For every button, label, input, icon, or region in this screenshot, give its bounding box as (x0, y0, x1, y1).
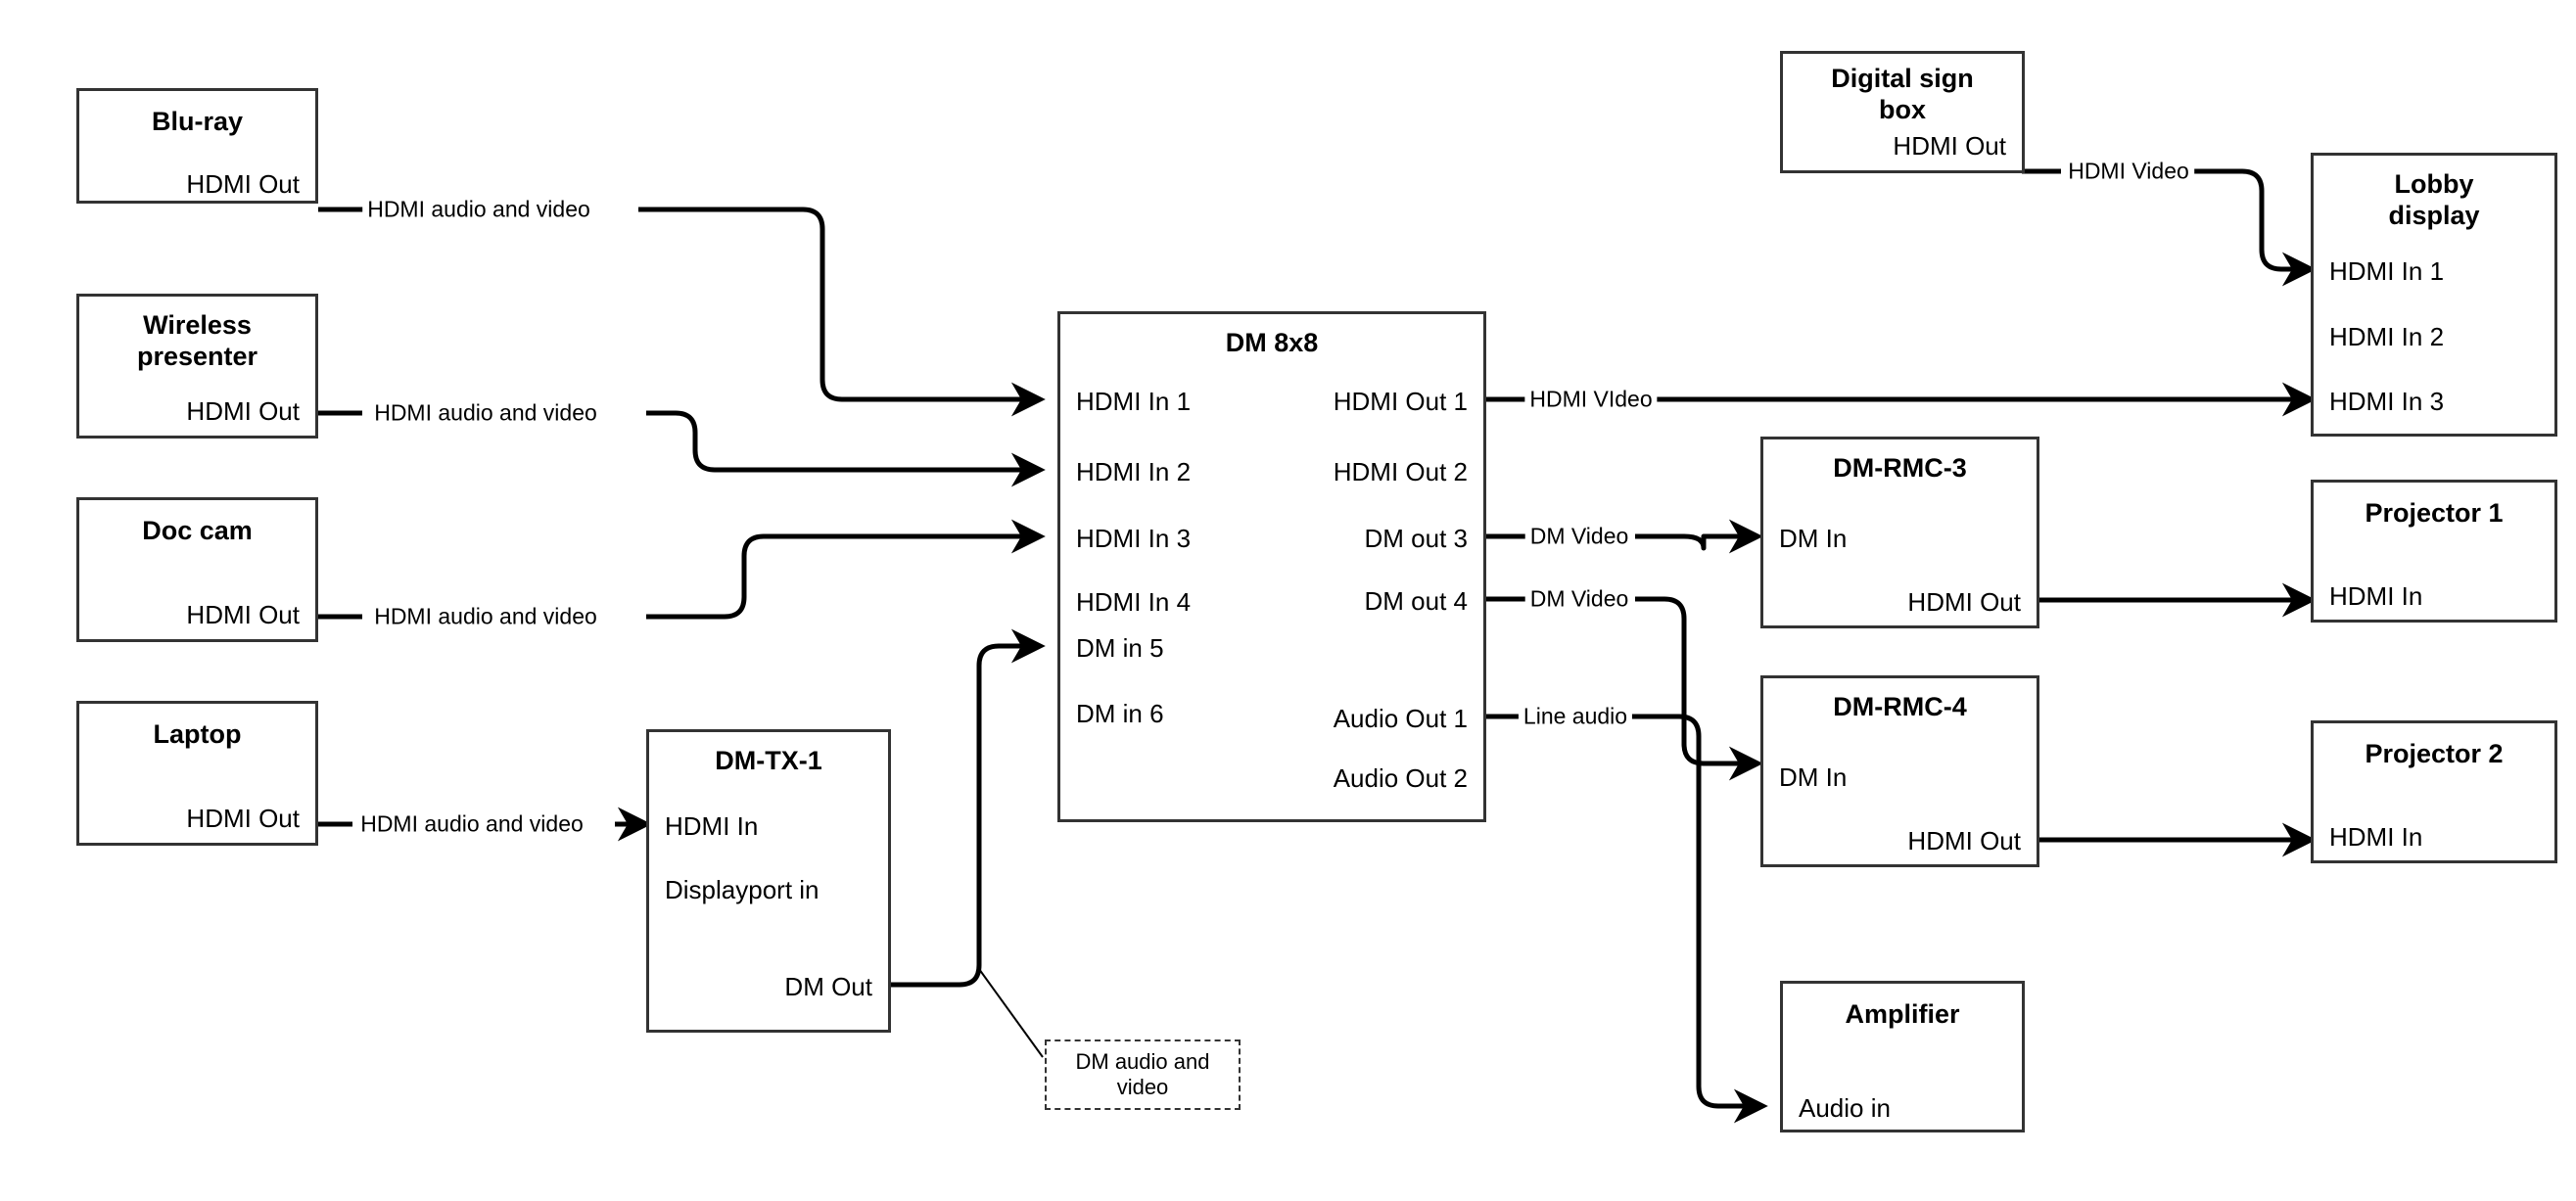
node-projector-2-title: Projector 2 (2365, 739, 2504, 768)
wire-label-wireless: HDMI audio and video (369, 399, 602, 427)
node-dm-rmc-3-title: DM-RMC-3 (1833, 453, 1967, 483)
port-dm8x8-hdmi-out-1: HDMI Out 1 (1333, 387, 1468, 417)
node-amplifier-title: Amplifier (1845, 999, 1960, 1029)
port-projector2-hdmi-in: HDMI In (2329, 822, 2423, 853)
node-dm-8x8[interactable]: DM 8x8 HDMI In 1 HDMI In 2 HDMI In 3 HDM… (1057, 311, 1486, 822)
wire-label-line-audio: Line audio (1518, 703, 1633, 730)
node-dm-tx-1[interactable]: DM-TX-1 HDMI In Displayport in DM Out (646, 729, 891, 1033)
node-projector-1-title: Projector 1 (2365, 498, 2504, 528)
node-lobby-display[interactable]: Lobby display HDMI In 1 HDMI In 2 HDMI I… (2311, 153, 2557, 437)
port-bluray-hdmi-out: HDMI Out (186, 169, 300, 200)
node-dm-rmc-4-title: DM-RMC-4 (1833, 692, 1967, 721)
port-lobby-hdmi-in-2: HDMI In 2 (2329, 322, 2445, 352)
node-laptop-title: Laptop (153, 719, 242, 749)
wire-label-doccam: HDMI audio and video (369, 603, 602, 630)
node-dm-tx-1-title: DM-TX-1 (715, 746, 822, 775)
port-rmc4-hdmi-out: HDMI Out (1907, 826, 2021, 856)
port-dm8x8-dm-out-4: DM out 4 (1364, 586, 1469, 617)
port-wireless-hdmi-out: HDMI Out (186, 396, 300, 427)
port-rmc3-dm-in: DM In (1779, 524, 1848, 554)
node-bluray[interactable]: Blu-ray HDMI Out (76, 88, 318, 204)
port-dm8x8-hdmi-out-2: HDMI Out 2 (1333, 457, 1468, 487)
wire-label-dm-out3: DM Video (1524, 523, 1634, 550)
wire-label-bluray: HDMI audio and video (362, 196, 595, 223)
wire-dmtx1-to-dm8x8 (891, 628, 1046, 988)
port-dmtx1-hdmi-in: HDMI In (665, 811, 759, 842)
port-rmc4-dm-in: DM In (1779, 762, 1848, 793)
node-amplifier[interactable]: Amplifier Audio in (1780, 981, 2025, 1132)
port-laptop-hdmi-out: HDMI Out (186, 804, 300, 834)
port-signbox-hdmi-out: HDMI Out (1893, 131, 2006, 162)
port-doccam-hdmi-out: HDMI Out (186, 600, 300, 630)
callout-dm-audio-and-video: DM audio and video (1045, 1039, 1241, 1110)
port-dmtx1-displayport-in: Displayport in (665, 875, 820, 905)
node-dm-rmc-4[interactable]: DM-RMC-4 DM In HDMI Out (1760, 675, 2039, 867)
node-digital-sign-box-title: Digital sign box (1831, 64, 1974, 124)
callout-leader-line (978, 968, 1044, 1058)
port-dm8x8-dm-in-5: DM in 5 (1076, 633, 1164, 664)
port-dm8x8-audio-out-2: Audio Out 2 (1333, 763, 1468, 794)
wire-label-dm-out4: DM Video (1524, 585, 1634, 613)
wire-label-dm-out1-lobby: HDMI VIdeo (1524, 386, 1658, 413)
port-projector1-hdmi-in: HDMI In (2329, 581, 2423, 612)
wire-label-signbox-lobby: HDMI Video (2063, 158, 2194, 185)
port-dm8x8-hdmi-in-3: HDMI In 3 (1076, 524, 1192, 554)
node-wireless-presenter[interactable]: Wireless presenter HDMI Out (76, 294, 318, 439)
port-dm8x8-hdmi-in-4: HDMI In 4 (1076, 587, 1192, 618)
node-laptop[interactable]: Laptop HDMI Out (76, 701, 318, 846)
port-dmtx1-dm-out: DM Out (784, 972, 872, 1002)
node-dm-8x8-title: DM 8x8 (1225, 328, 1319, 357)
node-bluray-title: Blu-ray (151, 107, 244, 136)
port-lobby-hdmi-in-3: HDMI In 3 (2329, 387, 2445, 417)
node-digital-sign-box[interactable]: Digital sign box HDMI Out (1780, 51, 2025, 173)
port-dm8x8-dm-in-6: DM in 6 (1076, 699, 1164, 729)
port-dm8x8-audio-out-1: Audio Out 1 (1333, 704, 1468, 734)
port-amplifier-audio-in: Audio in (1799, 1093, 1891, 1124)
node-lobby-display-title: Lobby display (2388, 169, 2480, 230)
port-dm8x8-hdmi-in-2: HDMI In 2 (1076, 457, 1192, 487)
port-dm8x8-dm-out-3: DM out 3 (1364, 524, 1469, 554)
node-projector-2[interactable]: Projector 2 HDMI In (2311, 720, 2557, 863)
node-dm-rmc-3[interactable]: DM-RMC-3 DM In HDMI Out (1760, 437, 2039, 628)
node-wireless-presenter-title: Wireless presenter (136, 310, 258, 371)
port-dm8x8-hdmi-in-1: HDMI In 1 (1076, 387, 1192, 417)
wire-label-laptop: HDMI audio and video (355, 810, 588, 838)
node-projector-1[interactable]: Projector 1 HDMI In (2311, 480, 2557, 623)
node-doc-cam[interactable]: Doc cam HDMI Out (76, 497, 318, 642)
port-lobby-hdmi-in-1: HDMI In 1 (2329, 256, 2445, 287)
node-doc-cam-title: Doc cam (142, 516, 253, 545)
port-rmc3-hdmi-out: HDMI Out (1907, 587, 2021, 618)
